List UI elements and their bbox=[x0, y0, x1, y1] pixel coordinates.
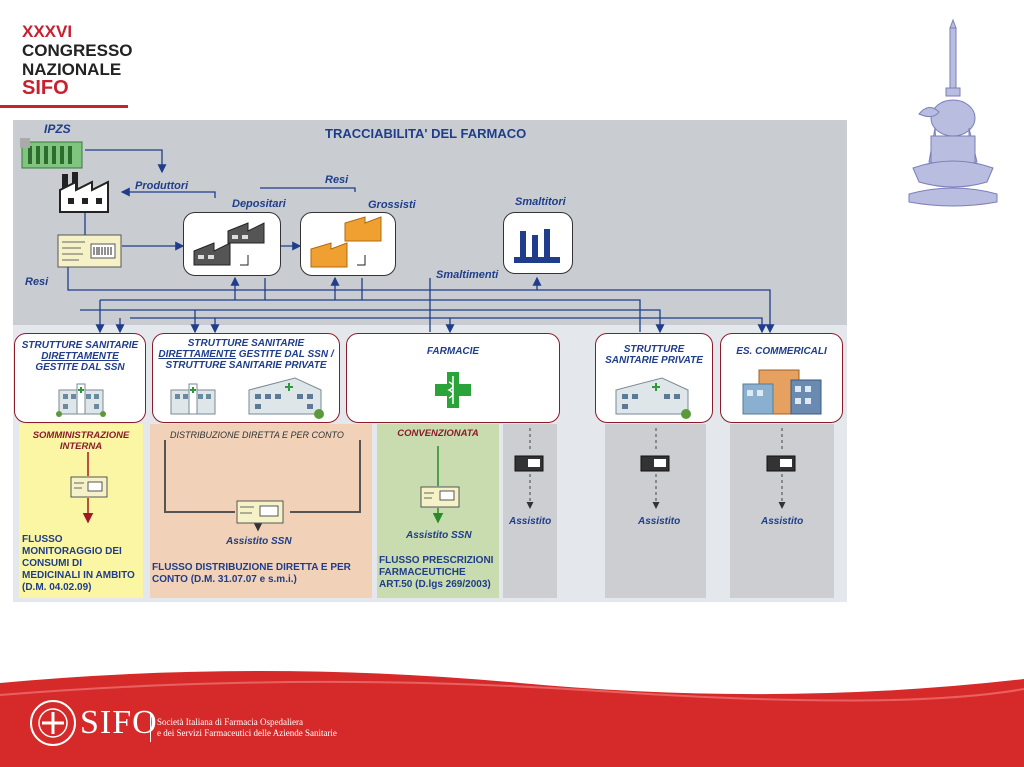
box1-line3: GESTITE DAL SSN bbox=[35, 362, 125, 373]
distribuzione-title: DISTRIBUZIONE DIRETTA E PER CONTO bbox=[170, 430, 344, 440]
grossisti-label: Grossisti bbox=[368, 199, 416, 211]
hospital-icon bbox=[56, 383, 106, 417]
depositari-node bbox=[183, 212, 281, 276]
assistito-label: Assistito bbox=[509, 516, 552, 527]
flusso-distribuzione-text: FLUSSO DISTRIBUZIONE DIRETTA E PER CONTO… bbox=[152, 562, 351, 585]
congress-edition: XXXVI bbox=[22, 22, 73, 41]
column-commerciali-assistito bbox=[730, 424, 834, 598]
footer-society-name: Società Italiana di Farmacia Ospedaliera… bbox=[157, 717, 337, 739]
somministrazione-title: SOMMINISTRAZIONE INTERNA bbox=[32, 430, 130, 452]
farmacie-box: FARMACIE bbox=[346, 333, 560, 423]
assistito-ssn-label: Assistito SSN bbox=[226, 536, 292, 547]
prescription-document-icon bbox=[420, 486, 460, 508]
private-hospital-icon bbox=[248, 377, 324, 419]
flusso-prescrizioni-text: FLUSSO PRESCRIZIONI FARMACEUTICHE ART.50… bbox=[379, 555, 494, 590]
sifo-word: SIFO bbox=[22, 77, 69, 99]
diagram-title: TRACCIABILITA' DEL FARMACO bbox=[325, 126, 527, 141]
resi-left-label: Resi bbox=[25, 276, 49, 288]
national-word: NAZIONALE bbox=[22, 60, 122, 79]
box2-line2b: GESTITE DAL SSN / bbox=[235, 349, 334, 360]
distribution-warehouse-icon bbox=[310, 216, 382, 268]
box1-line1: STRUTTURE SANITARIE bbox=[21, 340, 139, 351]
footer-sifo-logo: SIFO bbox=[80, 704, 158, 741]
esercizi-commerciali-box: ES. COMMERICALI bbox=[720, 333, 843, 423]
column-somministrazione bbox=[19, 424, 143, 598]
farmacie-label: FARMACIE bbox=[426, 346, 480, 357]
shopping-building-icon bbox=[742, 369, 822, 415]
congress-logo: XXXVI CONGRESSO NAZIONALE SIFO bbox=[22, 22, 133, 98]
hospital-icon bbox=[170, 383, 216, 415]
footer-line2: e dei Servizi Farmaceutici delle Aziende… bbox=[157, 728, 337, 738]
footer-line1: Società Italiana di Farmacia Ospedaliera bbox=[157, 717, 303, 727]
header-rule bbox=[0, 105, 128, 108]
prescription-document-icon bbox=[236, 500, 284, 524]
column-farmacie-assistito bbox=[503, 424, 557, 598]
flusso-consumi-text: FLUSSO MONITORAGGIO DEI CONSUMI DI MEDIC… bbox=[22, 534, 135, 593]
strutture-ssn-private-box: STRUTTURE SANITARIE DIRETTAMENTE GESTITE… bbox=[152, 333, 340, 423]
grossisti-node bbox=[300, 212, 396, 276]
smaltitori-node bbox=[503, 212, 573, 274]
medicine-box-icon bbox=[640, 455, 670, 472]
produttori-label: Produttori bbox=[135, 180, 189, 192]
box4-line2: SANITARIE PRIVATE bbox=[605, 355, 703, 366]
strutture-ssn-box: STRUTTURE SANITARIE DIRETTAMENTE GESTITE… bbox=[14, 333, 146, 423]
box2-line3: STRUTTURE SANITARIE PRIVATE bbox=[165, 360, 327, 371]
pharmacy-cross-icon bbox=[435, 372, 471, 408]
commerciali-label: ES. COMMERICALI bbox=[736, 346, 827, 357]
ipzs-label: IPZS bbox=[44, 122, 71, 136]
congress-word: CONGRESSO bbox=[22, 41, 133, 60]
medicine-box-icon bbox=[766, 455, 796, 472]
medicine-box-icon bbox=[514, 455, 544, 472]
private-hospital-icon bbox=[615, 377, 691, 419]
sifo-seal-icon bbox=[30, 700, 76, 746]
assistito-label: Assistito bbox=[761, 516, 804, 527]
prescription-document-icon bbox=[70, 476, 108, 498]
box4-line1: STRUTTURE bbox=[623, 344, 685, 355]
smaltimenti-label: Smaltimenti bbox=[436, 269, 499, 281]
box1-line2: DIRETTAMENTE bbox=[41, 351, 119, 362]
factory-icon bbox=[59, 172, 109, 213]
depositari-label: Depositari bbox=[232, 198, 286, 210]
box2-line2a: DIRETTAMENTE bbox=[158, 349, 236, 360]
footer-banner bbox=[0, 671, 1024, 767]
column-private-assistito bbox=[605, 424, 706, 598]
strutture-private-box: STRUTTURE SANITARIE PRIVATE bbox=[595, 333, 713, 423]
resi-top-label: Resi bbox=[325, 174, 349, 186]
assistito-ssn-label: Assistito SSN bbox=[406, 530, 472, 541]
ipzs-building-icon bbox=[20, 138, 83, 169]
box2-line1: STRUTTURE SANITARIE bbox=[187, 338, 305, 349]
warehouse-icon bbox=[193, 222, 265, 266]
assistito-label: Assistito bbox=[638, 516, 681, 527]
footer-divider bbox=[150, 712, 151, 742]
bollino-document-icon bbox=[57, 234, 122, 268]
smaltitori-label: Smaltitori bbox=[515, 196, 566, 208]
incinerator-icon bbox=[514, 229, 560, 263]
convenzionata-title: CONVENZIONATA bbox=[397, 428, 479, 439]
fountain-illustration bbox=[908, 18, 998, 207]
